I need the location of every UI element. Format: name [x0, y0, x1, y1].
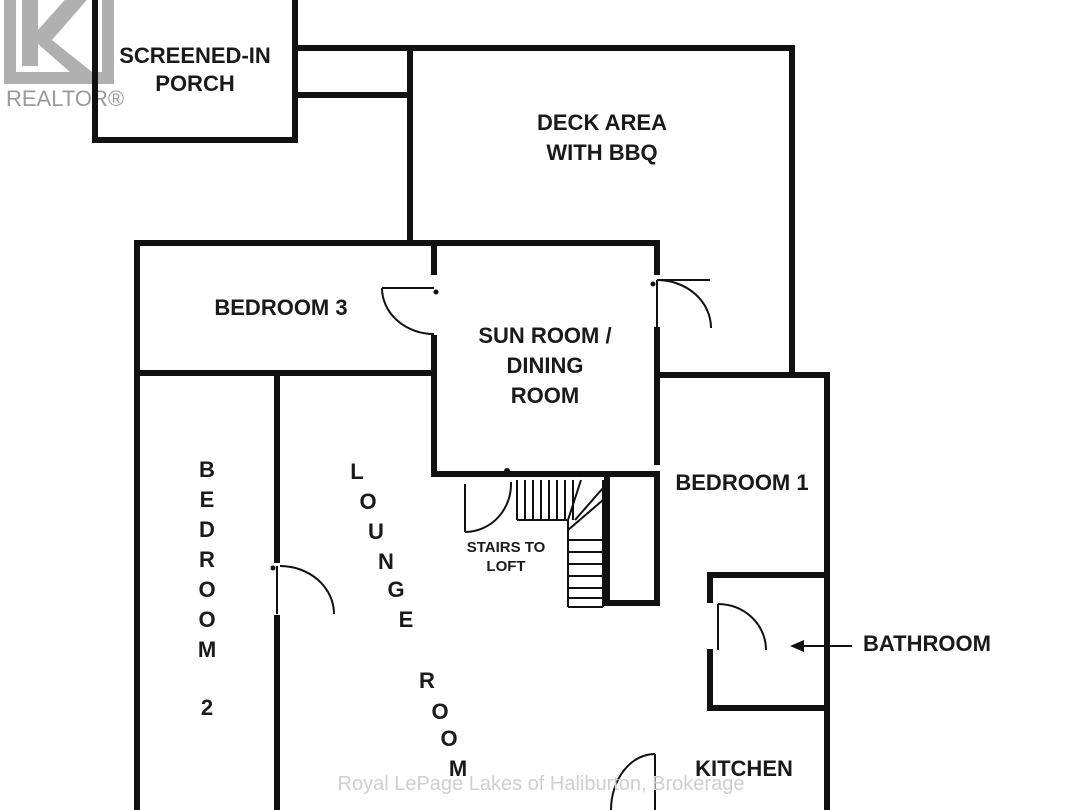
bedroom2-letter: O [198, 577, 215, 602]
sunroom-label-line2: DINING [507, 353, 584, 378]
stairs-to-loft [516, 479, 604, 608]
lounge-letter: N [378, 549, 394, 574]
deck-label-line2: WITH BBQ [546, 140, 657, 165]
lounge-letter: O [440, 726, 457, 751]
lounge-letter: L [350, 459, 363, 484]
bedroom2-letter: D [199, 517, 215, 542]
lounge-letter: E [399, 607, 414, 632]
lounge-letter: G [387, 577, 404, 602]
deck-label-line1: DECK AREA [537, 110, 667, 135]
bedroom2-letter: B [199, 457, 215, 482]
kitchen-label: KITCHEN [695, 756, 793, 781]
bedroom2-letter: R [199, 547, 215, 572]
bedroom1-label: BEDROOM 1 [675, 470, 808, 495]
bedroom2-letter: M [198, 637, 216, 662]
bedroom2-letter: 2 [201, 695, 213, 720]
bathroom-arrow [790, 640, 852, 652]
porch-label-line1: SCREENED-IN [119, 43, 271, 68]
bedroom2-letter: O [198, 607, 215, 632]
realtor-brand-text: REALTOR® [6, 86, 124, 111]
stairs-label-line1: STAIRS TO [467, 539, 546, 556]
porch-label-line2: PORCH [155, 71, 234, 96]
lounge-letter: R [419, 668, 435, 693]
bathroom-label: BATHROOM [863, 631, 991, 656]
bedroom2-letter: E [200, 487, 215, 512]
realtor-logo: REALTOR® [4, 0, 124, 111]
brokerage-watermark: Royal LePage Lakes of Haliburton, Broker… [338, 773, 745, 795]
lounge-letter: O [359, 489, 376, 514]
stairs-label-line2: LOFT [486, 558, 525, 575]
sunroom-label-line3: ROOM [511, 383, 579, 408]
doors [270, 279, 767, 810]
walls [92, 0, 830, 810]
lounge-letter: U [368, 519, 384, 544]
lounge-letter: M [449, 756, 467, 781]
lounge-letter: O [431, 699, 448, 724]
sunroom-label-line1: SUN ROOM / [478, 323, 611, 348]
bedroom3-label: BEDROOM 3 [214, 295, 347, 320]
